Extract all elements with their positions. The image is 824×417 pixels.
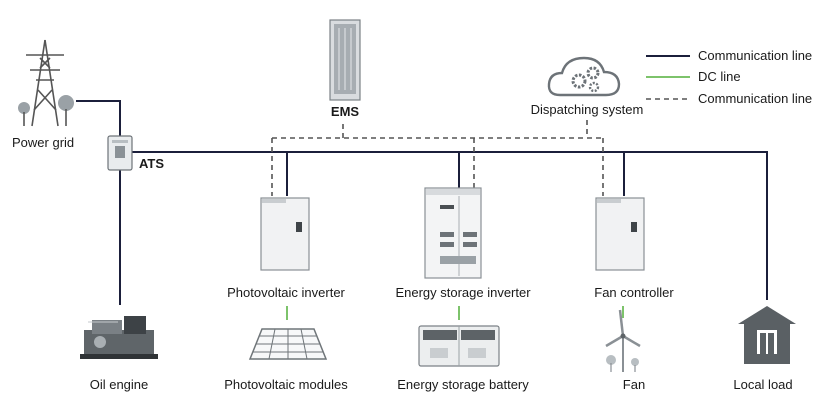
- communication-dashed-lines: [271, 120, 604, 196]
- solar-panel-icon: [248, 328, 328, 360]
- controller-cabinet-icon: [595, 197, 645, 271]
- generator-icon: [80, 316, 158, 359]
- legend: [646, 55, 690, 100]
- local-load-label: Local load: [733, 377, 793, 392]
- legend-label-dc: DC line: [698, 69, 741, 84]
- dc-lines: [286, 306, 624, 320]
- dispatching-system-label: Dispatching system: [530, 102, 644, 117]
- pv-inverter-label: Photovoltaic inverter: [227, 285, 345, 300]
- main-bus-line: [120, 151, 768, 300]
- storage-battery-label: Energy storage battery: [397, 377, 529, 392]
- ems-label: EMS: [330, 104, 360, 119]
- legend-label-communication-dashed: Communication line: [698, 91, 813, 106]
- grid-to-ats-line: [76, 100, 121, 136]
- house-icon: [738, 306, 796, 364]
- pv-modules-label: Photovoltaic modules: [224, 377, 348, 392]
- ats-switch-icon: [107, 135, 133, 171]
- storage-inverter-label: Energy storage inverter: [395, 285, 531, 300]
- server-cabinet-icon: [329, 19, 361, 101]
- fan-controller-label: Fan controller: [594, 285, 674, 300]
- battery-icon: [418, 325, 500, 367]
- ats-label: ATS: [139, 156, 165, 171]
- cloud-gear-icon: [547, 56, 621, 97]
- wind-turbine-icon: [605, 309, 641, 372]
- ac-bus-lines: [76, 100, 768, 305]
- inverter-cabinet-icon: [260, 197, 310, 271]
- power-grid-label: Power grid: [12, 135, 75, 150]
- power-tower-icon: [18, 39, 74, 127]
- oil-engine-label: Oil engine: [89, 377, 149, 392]
- fan-label: Fan: [622, 377, 646, 392]
- legend-label-communication-solid: Communication line: [698, 48, 813, 63]
- large-inverter-cabinet-icon: [424, 187, 482, 279]
